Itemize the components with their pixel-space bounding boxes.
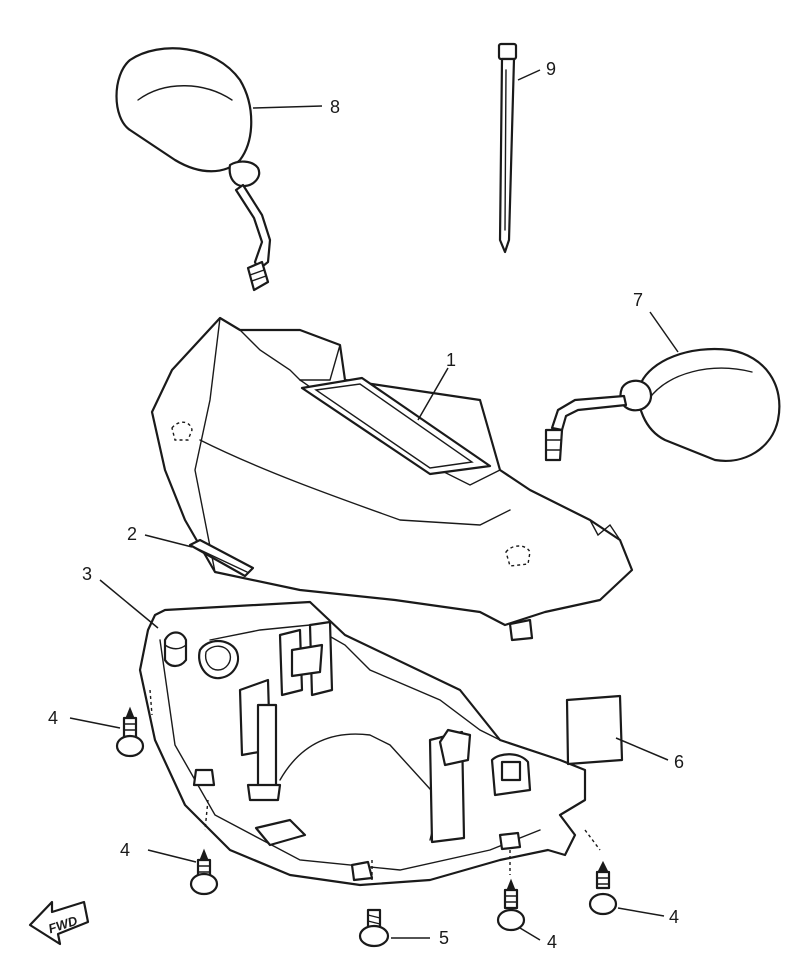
rivet-fastener-part-4-b — [189, 848, 219, 896]
callout-1: 1 — [446, 350, 456, 370]
screw-part-5 — [358, 908, 390, 948]
callout-9: 9 — [546, 59, 556, 79]
callout-6: 6 — [674, 752, 684, 772]
rivet-fastener-part-4-d — [588, 860, 618, 916]
callout-4-a: 4 — [48, 708, 58, 728]
rivet-fastener-part-4-a — [115, 706, 145, 758]
callout-3: 3 — [82, 564, 92, 584]
callout-5: 5 — [439, 928, 449, 948]
lower-cover — [138, 600, 601, 887]
callout-4-c: 4 — [547, 932, 557, 952]
pad-strip-part-2 — [188, 538, 255, 578]
mirror-right-part-7 — [544, 348, 781, 462]
rivet-fastener-part-4-c — [496, 878, 526, 932]
upper-cover-part-1 — [150, 316, 634, 642]
callout-4-b: 4 — [120, 840, 130, 860]
forward-arrow-icon: FWD — [28, 900, 90, 946]
callout-2: 2 — [127, 524, 137, 544]
label-plate-part-6 — [565, 694, 624, 766]
grommet-part-3 — [163, 631, 188, 668]
callout-4-d: 4 — [669, 907, 679, 927]
cable-tie-part-9 — [497, 42, 518, 254]
callout-7: 7 — [633, 290, 643, 310]
mirror-left-part-8 — [115, 47, 272, 292]
fastener-nuts — [192, 768, 522, 882]
callout-8: 8 — [330, 97, 340, 117]
leader-lines — [69, 69, 679, 941]
callout-labels: 1 2 3 4 4 4 4 5 6 7 8 9 — [48, 59, 684, 952]
